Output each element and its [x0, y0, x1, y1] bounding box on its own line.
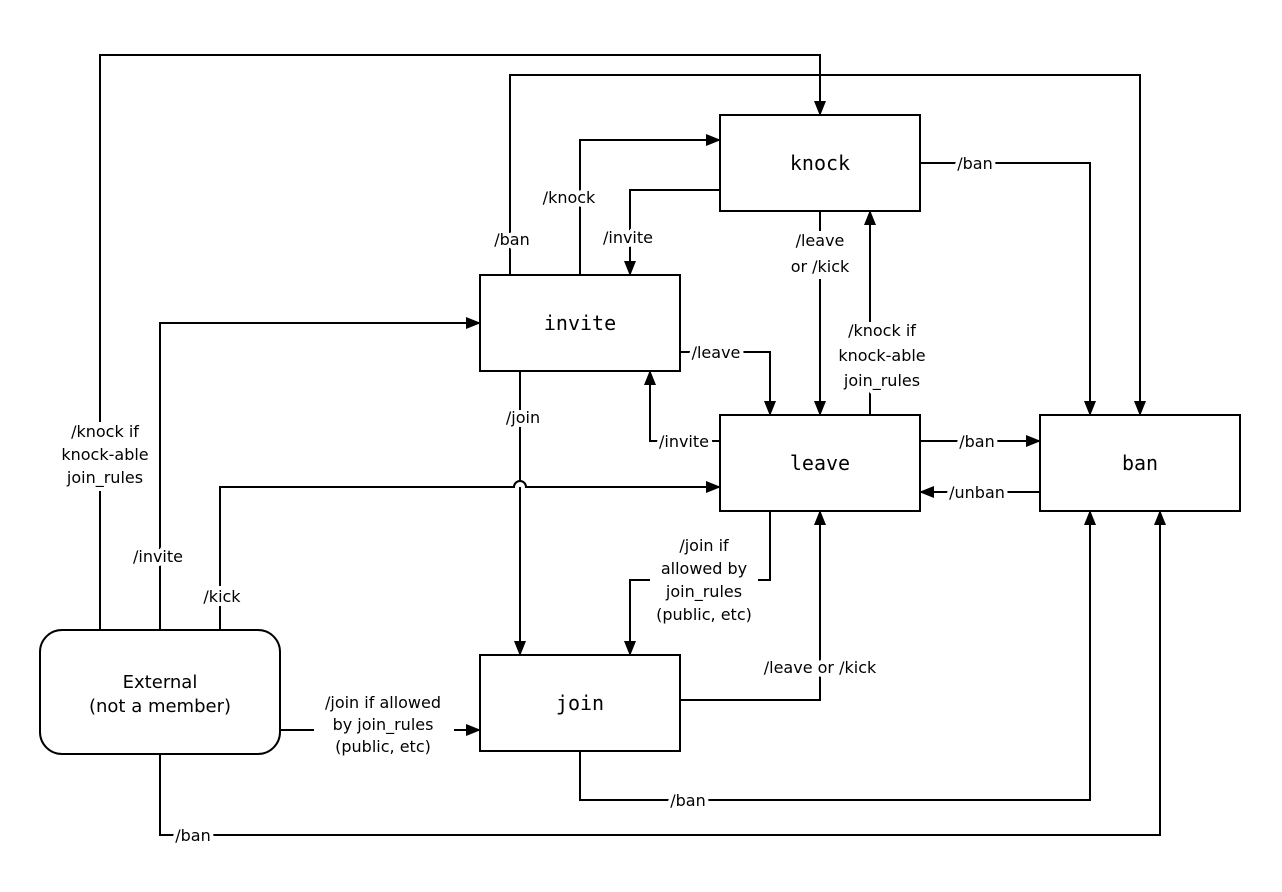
edge-label-knock-leave-1: or /kick — [791, 257, 850, 276]
state-label-join: join — [556, 691, 604, 715]
edge-invite-to-ban — [509, 74, 1146, 416]
edge-label-leave-join-1: allowed by — [661, 559, 747, 578]
edge-label-leave-join-2: join_rules — [665, 582, 742, 602]
state-nodes — [39, 114, 1241, 755]
edge-label-external-knock-0: /knock if — [71, 422, 139, 441]
edge-label-knock-leave-0: /leave — [796, 231, 845, 250]
edge-label-knock-invite: /invite — [603, 228, 653, 247]
edge-label-invite-leave: /leave — [692, 343, 741, 362]
state-label-ban: ban — [1122, 451, 1158, 475]
edge-label-join-leave: /leave or /kick — [764, 658, 877, 677]
state-node-labels: knock invite leave ban join External (no… — [89, 151, 1158, 717]
edge-external-to-invite — [159, 317, 481, 630]
edge-label-leave-knock-1: knock-able — [838, 346, 925, 365]
edge-join-to-leave — [680, 510, 826, 701]
edge-label-external-leave: /kick — [203, 587, 241, 606]
edge-join-to-ban — [579, 510, 1096, 801]
edge-invite-to-knock — [579, 134, 721, 275]
edge-external-to-leave — [219, 480, 721, 630]
edge-knock-to-invite — [624, 189, 720, 276]
edge-label-external-join-1: by join_rules — [333, 715, 434, 735]
state-label-leave: leave — [790, 451, 850, 475]
state-node-knock — [719, 114, 921, 212]
label-bg-leave-join — [650, 536, 758, 626]
edge-external-to-ban — [159, 510, 1166, 836]
edge-external-to-knock — [99, 54, 826, 630]
state-label-external-0: External — [123, 672, 198, 693]
edge-label-invite-join: /join — [506, 408, 540, 427]
edge-label-knock-ban: /ban — [957, 154, 993, 173]
state-label-invite: invite — [544, 311, 616, 335]
edge-label-leave-invite: /invite — [659, 432, 709, 451]
label-bg-external-knock — [57, 422, 153, 490]
edge-knock-to-ban — [920, 162, 1096, 416]
edge-label-external-join-2: (public, etc) — [335, 737, 431, 756]
state-node-ban — [1039, 414, 1241, 512]
edge-leave-to-invite — [644, 370, 720, 442]
edge-label-leave-join-0: /join if — [679, 536, 729, 555]
edge-label-invite-knock: /knock — [543, 188, 596, 207]
edge-label-external-ban: /ban — [175, 826, 211, 845]
edge-label-ban-leave: /unban — [949, 483, 1005, 502]
state-label-knock: knock — [790, 151, 850, 175]
edge-label-join-ban: /ban — [670, 791, 706, 810]
edge-labels: /knock if knock-able join_rules /invite … — [57, 150, 1009, 849]
state-label-external-1: (not a member) — [89, 696, 231, 717]
edge-label-leave-knock-2: join_rules — [843, 371, 920, 391]
state-node-invite — [479, 274, 681, 372]
edge-label-external-invite: /invite — [133, 547, 183, 566]
label-bg-external-join — [314, 694, 454, 758]
edge-invite-to-leave — [680, 351, 776, 416]
edge-label-external-join-0: /join if allowed — [325, 693, 441, 712]
edge-label-external-knock-2: join_rules — [66, 468, 143, 488]
edge-label-backgrounds — [57, 231, 926, 758]
edge-label-external-knock-1: knock-able — [61, 445, 148, 464]
label-bg-leave-knock — [838, 322, 926, 392]
label-bg-knock-leave — [785, 231, 855, 279]
edge-label-leave-knock-0: /knock if — [848, 321, 916, 340]
edge-label-leave-ban: /ban — [959, 432, 995, 451]
edge-label-invite-ban: /ban — [494, 230, 530, 249]
edge-label-leave-join-3: (public, etc) — [656, 605, 752, 624]
